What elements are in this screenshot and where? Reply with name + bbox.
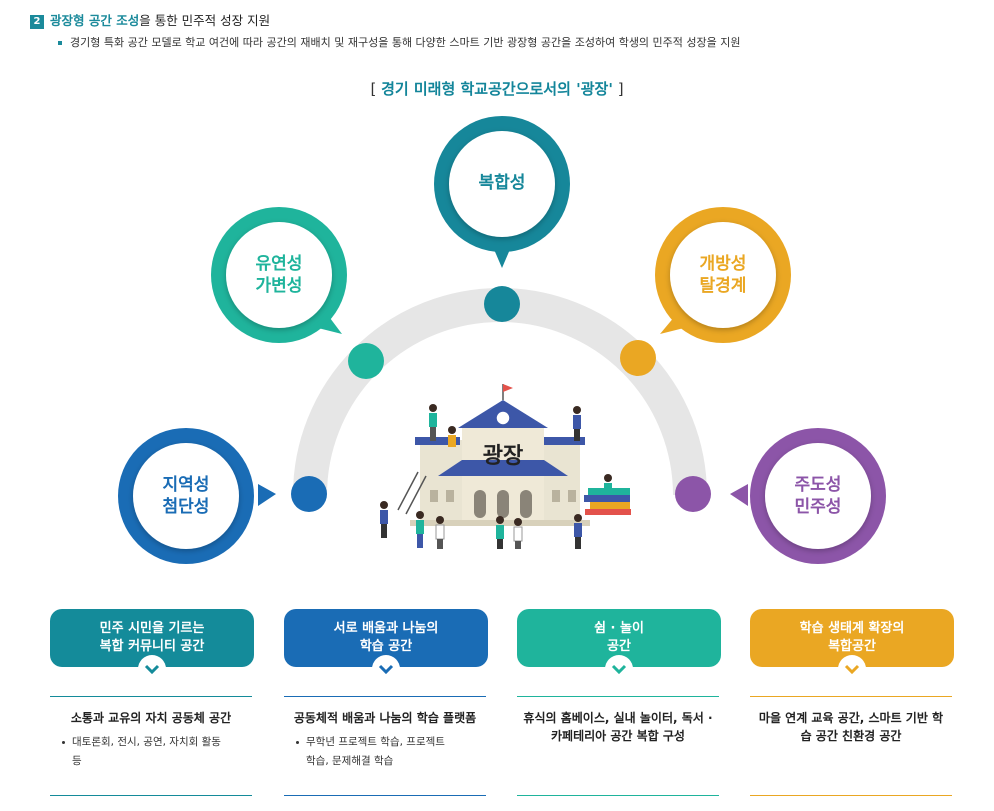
card-head-community-line2: 복합 커뮤니티 공간	[50, 638, 254, 656]
card-body-rest-play: 휴식의 홈베이스, 실내 놀이터, 독서 · 카페테리아 공간 복합 구성	[517, 696, 719, 796]
card-head-ecosystem-line1: 학습 생태계 확장의	[750, 620, 954, 638]
bubble-open-line1: 개방성	[673, 253, 773, 275]
bubble-regional-line2: 첨단성	[136, 496, 236, 518]
bubble-complex-text: 복합성	[452, 172, 552, 194]
list-item: 등	[62, 752, 252, 771]
bubble-regional-line1: 지역성	[136, 474, 236, 496]
card-head-rest-play-line1: 쉼 · 놀이	[517, 620, 721, 638]
card-head-ecosystem-line2: 복합공간	[750, 638, 954, 656]
bubble-autonomy-text: 주도성 민주성	[768, 474, 868, 518]
bubble-autonomy-line2: 민주성	[768, 496, 868, 518]
arc-dot-autonomy	[675, 476, 711, 512]
card-body-community-title: 소통과 교유의 자치 공동체 공간	[50, 709, 252, 727]
bubble-flexible-line2: 가변성	[229, 275, 329, 297]
arc-dot-open	[620, 340, 656, 376]
plaza-center-label: 광장	[463, 438, 543, 470]
card-body-learning-title: 공동체적 배움과 나눔의 학습 플랫폼	[284, 709, 486, 727]
bubble-flexible-text: 유연성 가변성	[229, 253, 329, 297]
card-body-learning: 공동체적 배움과 나눔의 학습 플랫폼 무학년 프로젝트 학습, 프로젝트 학습…	[284, 696, 486, 796]
chevron-down-icon	[372, 655, 400, 683]
bubble-open-line2: 탈경계	[673, 275, 773, 297]
card-body-community-items: 대토론회, 전시, 공연, 자치회 활동 등	[62, 733, 252, 771]
arc-dot-regional	[291, 476, 327, 512]
chevron-down-icon	[138, 655, 166, 683]
card-head-learning-line2: 학습 공간	[284, 638, 488, 656]
bullet-dot-icon	[62, 741, 65, 744]
bubble-complex-line1: 복합성	[452, 172, 552, 194]
list-item: 대토론회, 전시, 공연, 자치회 활동	[62, 733, 252, 752]
card-body-learning-items: 무학년 프로젝트 학습, 프로젝트 학습, 문제해결 학습	[296, 733, 486, 771]
arc-dot-flexible	[348, 343, 384, 379]
card-head-rest-play-line2: 공간	[517, 638, 721, 656]
bubble-flexible-line1: 유연성	[229, 253, 329, 275]
bullet-dot-icon	[296, 741, 299, 744]
bubble-autonomy-line1: 주도성	[768, 474, 868, 496]
card-head-learning-line1: 서로 배움과 나눔의	[284, 620, 488, 638]
list-item: 학습, 문제해결 학습	[296, 752, 486, 771]
card-head-community-line1: 민주 시민을 기르는	[50, 620, 254, 638]
card-body-community: 소통과 교유의 자치 공동체 공간 대토론회, 전시, 공연, 자치회 활동 등	[50, 696, 252, 796]
arc-dot-complex	[484, 286, 520, 322]
list-item: 무학년 프로젝트 학습, 프로젝트	[296, 733, 486, 752]
card-body-ecosystem-title: 마을 연계 교육 공간, 스마트 기반 학습 공간 친환경 공간	[750, 709, 952, 745]
bubble-regional-text: 지역성 첨단성	[136, 474, 236, 518]
card-body-ecosystem: 마을 연계 교육 공간, 스마트 기반 학습 공간 친환경 공간	[750, 696, 952, 796]
chevron-down-icon	[605, 655, 633, 683]
chevron-down-icon	[838, 655, 866, 683]
bubble-open-text: 개방성 탈경계	[673, 253, 773, 297]
card-body-rest-play-title: 휴식의 홈베이스, 실내 놀이터, 독서 · 카페테리아 공간 복합 구성	[517, 709, 719, 745]
